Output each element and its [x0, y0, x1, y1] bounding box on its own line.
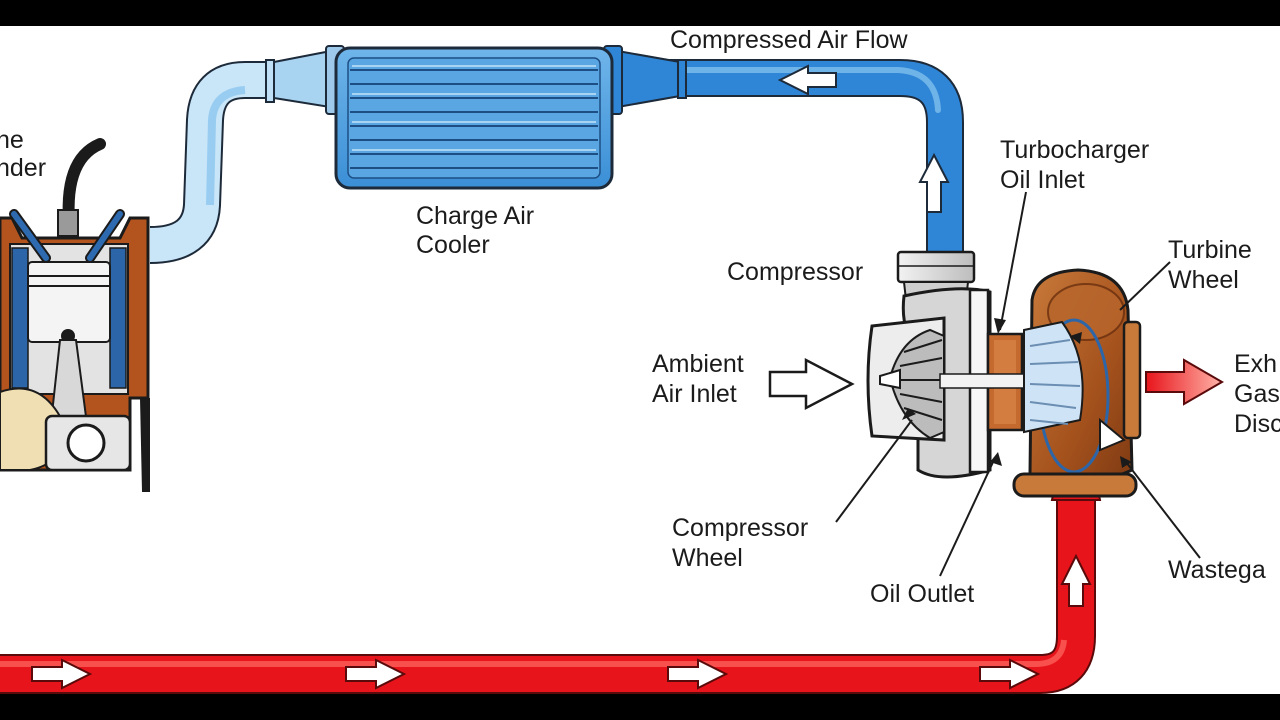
exhaust-arrow-icon — [1145, 358, 1224, 406]
turbine-wheel — [1023, 320, 1084, 434]
compressor-wheel-label-line1: Compressor — [672, 514, 808, 542]
oil-outlet-label: Oil Outlet — [870, 580, 974, 608]
compressed-air-pipe — [609, 48, 964, 258]
flow-arrow-icon — [979, 658, 1041, 690]
turbocharger-oil-inlet-label-line2: Oil Inlet — [1000, 166, 1085, 194]
labels: ne nder Compressed Air Flow Charge Air C… — [0, 26, 1280, 609]
ambient-air-inlet-label-line2: Air Inlet — [652, 380, 737, 408]
charge-air-cooler-label-line2: Cooler — [416, 231, 490, 259]
flow-arrow-icon — [777, 64, 837, 96]
cooler-fins — [350, 69, 598, 169]
turbine-wheel-label-line2: Wheel — [1168, 266, 1239, 294]
exhaust-pipe — [0, 469, 1102, 694]
charge-air-cooler-label-line1: Charge Air — [416, 202, 534, 230]
exhaust-gas-label-line3: Disc — [1234, 410, 1280, 438]
engine-cylinder-label-line2: nder — [0, 154, 46, 182]
wastegate-label: Wastega — [1168, 556, 1266, 584]
intake-duct — [149, 48, 337, 264]
bearing-housing — [939, 332, 1041, 432]
turbine-wheel-label-line1: Turbine — [1168, 236, 1252, 264]
leader-lines — [835, 191, 1201, 577]
flow-arrow-icon — [918, 152, 950, 213]
letterbox-bottom — [0, 694, 1280, 720]
ambient-air-inlet-label-line1: Ambient — [652, 350, 744, 378]
leader-arrowheads — [902, 318, 1132, 468]
compressor-wheel — [879, 328, 945, 440]
exhaust-gas-label-line2: Gas — [1234, 380, 1280, 408]
flow-arrow-icon — [345, 658, 407, 690]
exhaust-gas-label-line1: Exh — [1234, 350, 1277, 378]
turbocharger-oil-inlet-label-line1: Turbocharger — [1000, 136, 1149, 164]
flow-arrow-icon — [667, 658, 729, 690]
ambient-arrow-icon — [768, 357, 855, 411]
flow-arrow-icon — [1060, 553, 1092, 607]
letterbox-top — [0, 0, 1280, 26]
turbine-housing — [1012, 268, 1142, 498]
compressor-housing — [866, 250, 992, 479]
compressor-label: Compressor — [727, 258, 863, 286]
compressor-wheel-label-line2: Wheel — [672, 544, 743, 572]
engine-cylinder — [0, 138, 150, 492]
flow-arrow-icon — [31, 658, 93, 690]
compressed-air-flow-label: Compressed Air Flow — [670, 26, 909, 54]
charge-air-cooler — [325, 45, 623, 190]
engine-cylinder-label-line1: ne — [0, 126, 24, 154]
